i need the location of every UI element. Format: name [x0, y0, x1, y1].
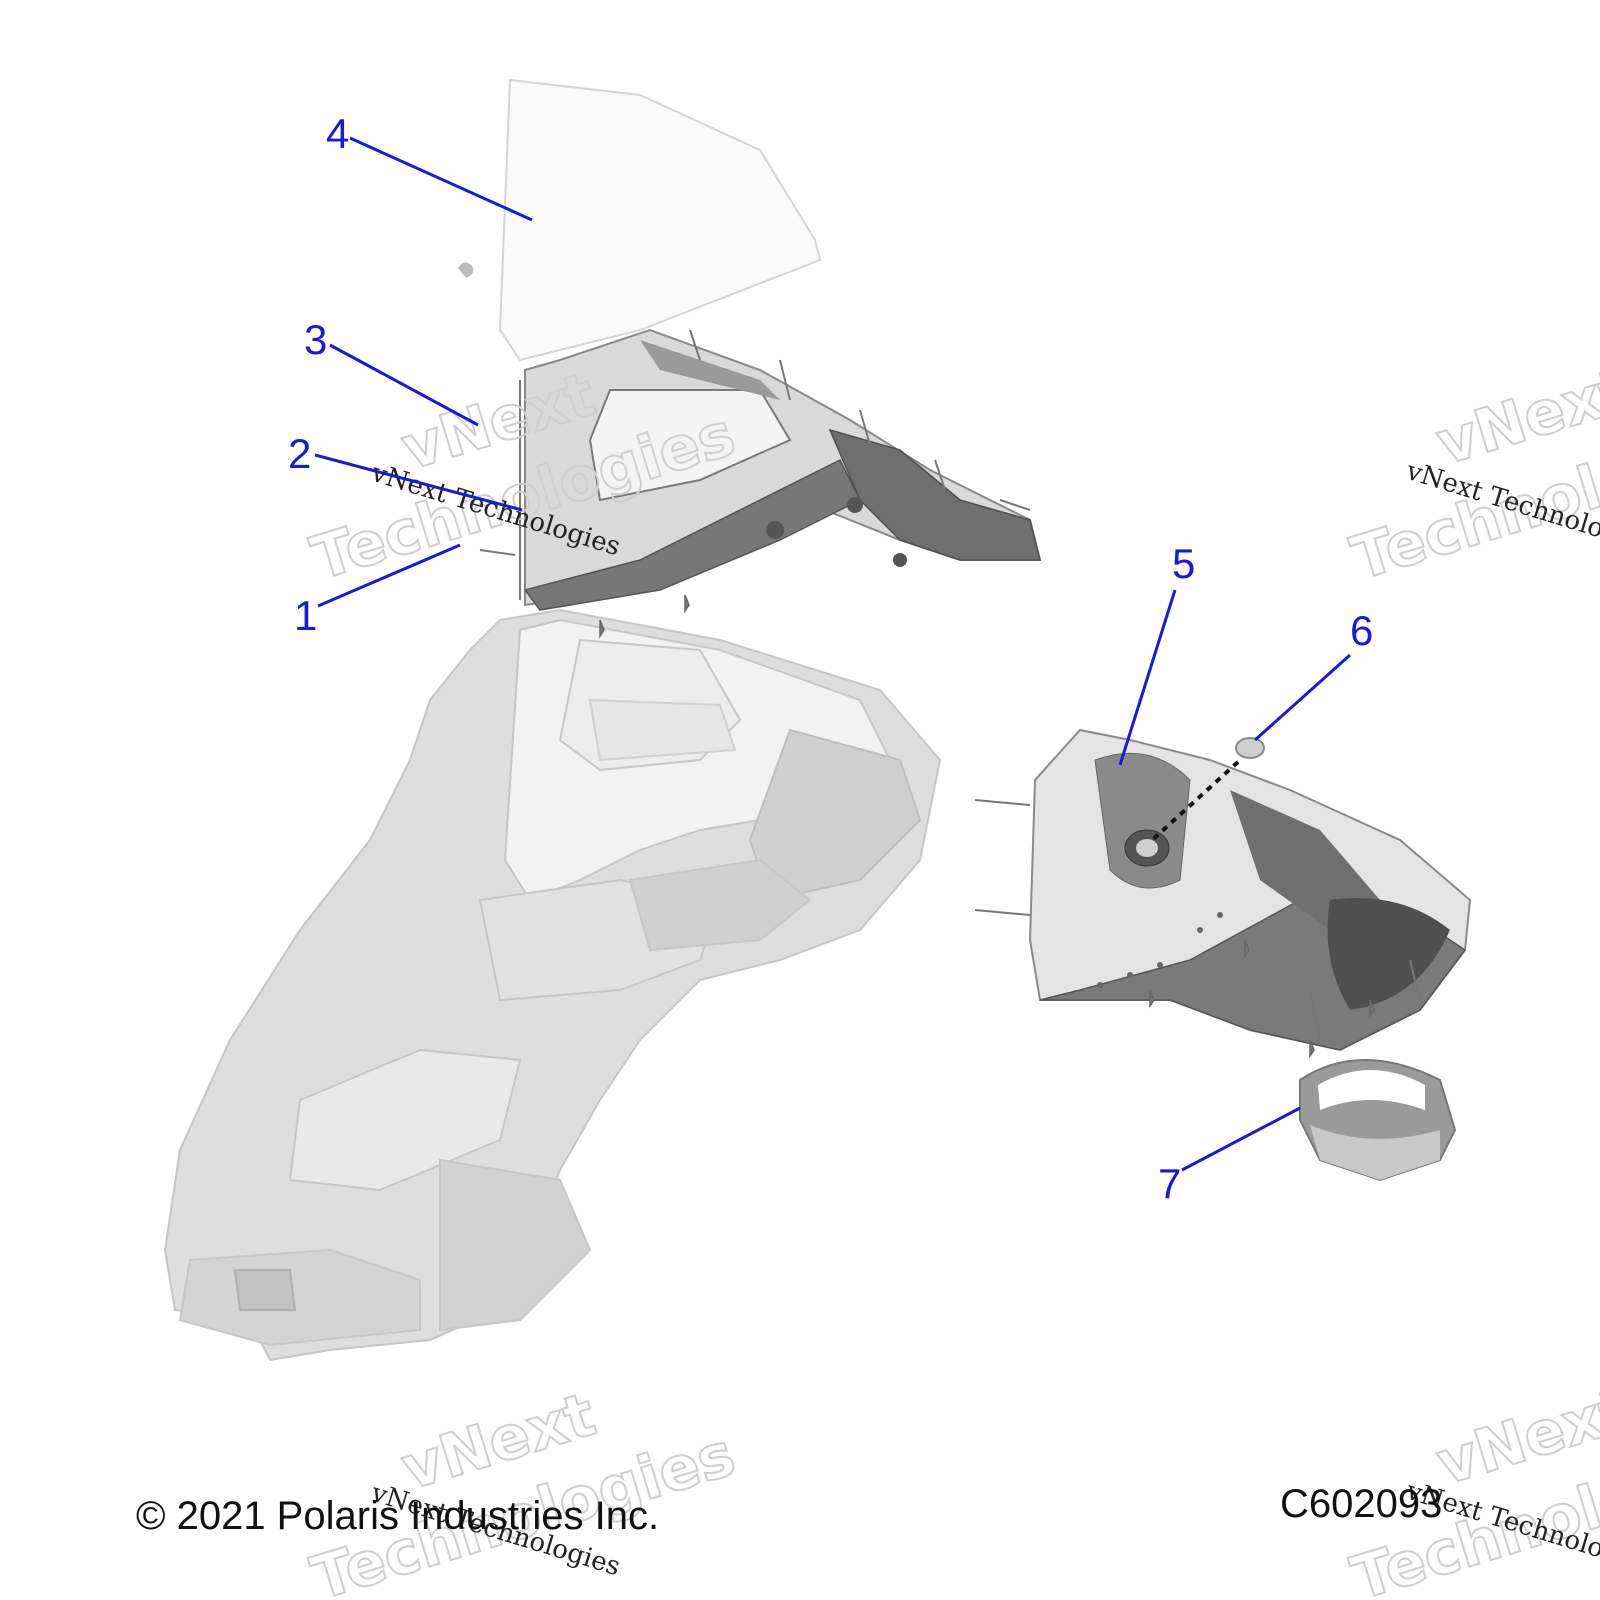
figure-id: C602093 [1280, 1482, 1443, 1526]
cup-ring-insert [1299, 1059, 1457, 1182]
callout-leader-3 [329, 343, 479, 427]
callout-6: 6 [1350, 607, 1373, 654]
callout-leader-7 [1181, 1106, 1301, 1172]
callout-3: 3 [304, 316, 327, 363]
callout-leader-6 [1253, 653, 1352, 742]
upper-console-frame [479, 328, 1042, 611]
callout-2: 2 [288, 430, 311, 477]
callout-5: 5 [1172, 540, 1195, 587]
callout-leader-4 [349, 136, 533, 222]
cap-part [1148, 737, 1265, 844]
grommet-icon [847, 497, 863, 513]
callout-numbers: 4 3 2 1 5 6 7 [288, 110, 1373, 1207]
hood-body-ghost [163, 608, 942, 1362]
callout-7: 7 [1158, 1160, 1181, 1207]
callout-4: 4 [326, 110, 349, 157]
callout-leader-1 [317, 543, 461, 608]
callout-1: 1 [294, 592, 317, 639]
grommet-icon [893, 553, 907, 567]
callout-leader-2 [314, 453, 523, 512]
fastener-icon [458, 262, 474, 278]
grommet-icon [766, 521, 784, 539]
callout-leader-5 [1118, 589, 1177, 766]
fastener-set [599, 594, 1375, 1059]
windshield-panel [458, 78, 822, 362]
storage-tray [974, 728, 1472, 1052]
callout-leaders [314, 136, 1352, 1172]
copyright-notice: © 2021 Polaris Industries Inc. [136, 1494, 660, 1538]
